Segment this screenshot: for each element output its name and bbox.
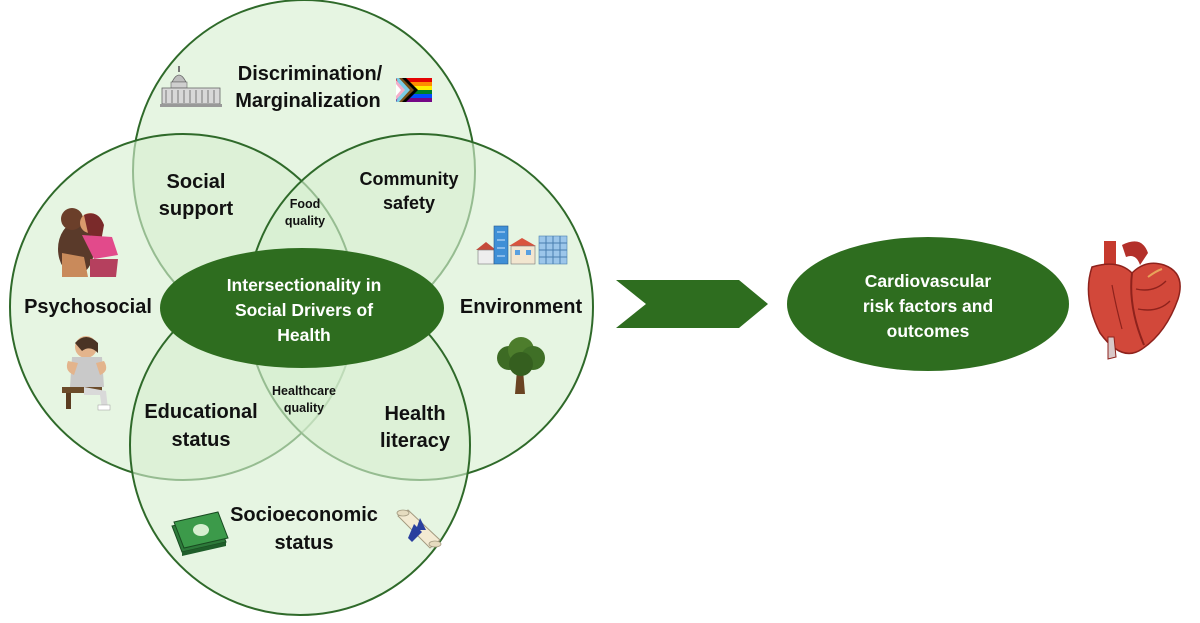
capitol-building-icon — [160, 66, 222, 107]
bottom-circle-label-2: status — [275, 532, 334, 554]
chevron-arrow-icon — [616, 280, 768, 328]
top-circle-label-2: Marginalization — [235, 90, 381, 112]
city-buildings-icon — [476, 225, 568, 265]
overlap-healthcare-quality-2: quality — [284, 401, 324, 415]
outcome-ellipse — [787, 237, 1069, 371]
center-line-1: Intersectionality in — [227, 275, 382, 295]
overlap-food-quality-1: Food — [290, 197, 321, 211]
top-circle-label-1: Discrimination/ — [238, 63, 383, 85]
center-line-3: Health — [277, 325, 330, 345]
center-ellipse — [160, 248, 444, 368]
progress-pride-flag-icon — [396, 78, 432, 102]
center-line-2: Social Drivers of — [235, 300, 373, 320]
bottom-circle-label-1: Socioeconomic — [230, 504, 378, 526]
overlap-social-support-1: Social — [167, 171, 226, 193]
outcome-line-1: Cardiovascular — [865, 271, 992, 291]
overlap-educational-status-1: Educational — [144, 401, 257, 423]
overlap-health-literacy-1: Health — [384, 403, 445, 425]
diploma-scroll-icon — [396, 509, 442, 549]
overlap-community-safety-2: safety — [383, 193, 435, 213]
money-stack-icon — [171, 511, 229, 556]
tree-icon — [497, 337, 545, 394]
distressed-person-icon — [62, 336, 111, 411]
overlap-health-literacy-2: literacy — [380, 430, 451, 452]
overlap-community-safety-1: Community — [360, 169, 459, 189]
overlap-food-quality-2: quality — [285, 214, 325, 228]
outcome-line-3: outcomes — [887, 321, 970, 341]
overlap-social-support-2: support — [159, 198, 234, 220]
anatomical-heart-icon — [1087, 241, 1181, 360]
right-circle-label: Environment — [460, 296, 583, 318]
overlap-educational-status-2: status — [172, 429, 231, 451]
hugging-couple-icon — [58, 208, 118, 277]
overlap-healthcare-quality-1: Healthcare — [272, 384, 336, 398]
left-circle-label: Psychosocial — [24, 296, 152, 318]
outcome-line-2: risk factors and — [863, 296, 993, 316]
